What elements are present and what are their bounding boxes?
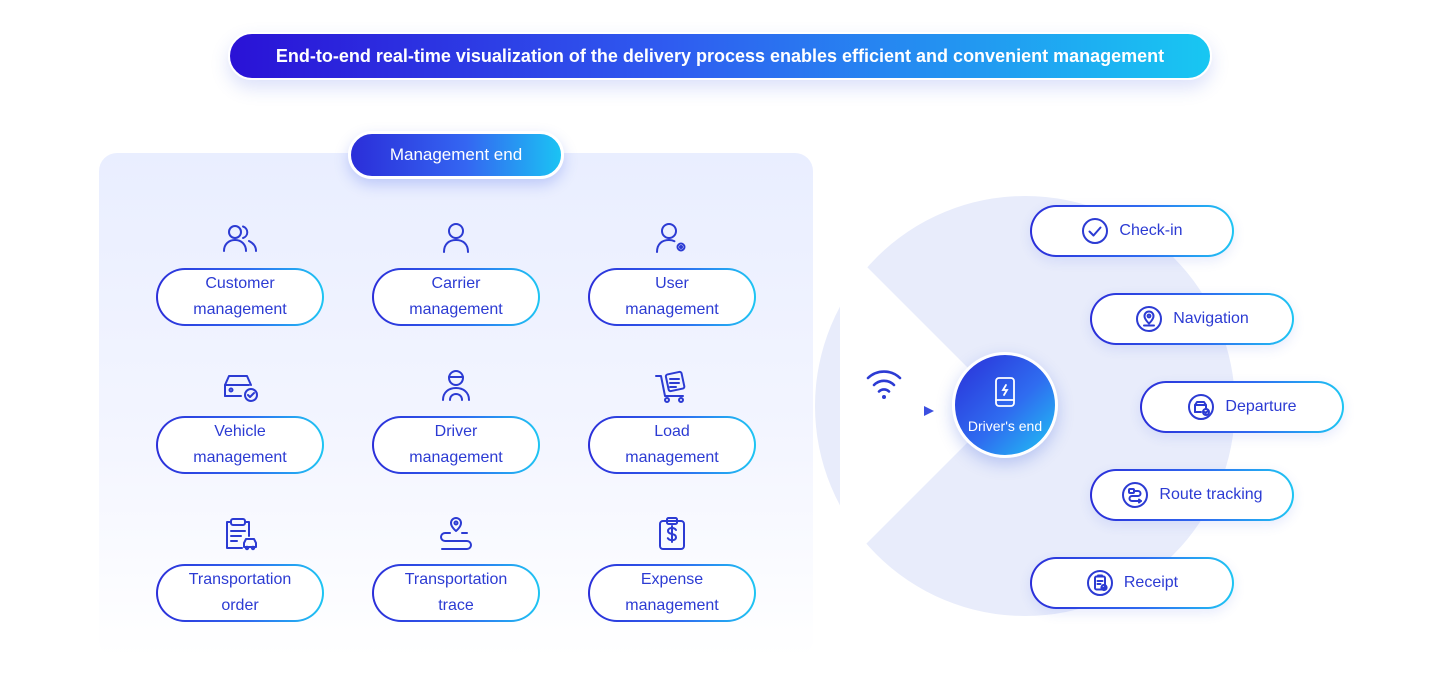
check-circle-icon xyxy=(1081,217,1109,245)
transportation-order-button[interactable]: Transportation order xyxy=(156,564,324,622)
route-pin-icon xyxy=(436,514,476,554)
management-end-label: Management end xyxy=(389,145,523,164)
check-in-label: Check-in xyxy=(1119,222,1183,239)
item-label-line2: management xyxy=(409,301,503,318)
user-settings-icon xyxy=(652,218,692,258)
phone-icon xyxy=(993,376,1017,418)
item-label-line2: trace xyxy=(438,597,474,614)
driver-management-button[interactable]: Driver management xyxy=(372,416,540,474)
cart-icon xyxy=(652,366,692,406)
item-label-line1: Transportation xyxy=(188,571,292,588)
management-end-badge: Management end xyxy=(348,131,564,179)
route-tracking-button[interactable]: Route tracking xyxy=(1090,469,1294,521)
item-label-line2: management xyxy=(625,597,719,614)
wifi-icon xyxy=(864,366,904,402)
connection-arrow xyxy=(834,404,936,418)
receipt-label: Receipt xyxy=(1123,574,1179,591)
route-tracking-label: Route tracking xyxy=(1159,486,1263,503)
item-label-line2: management xyxy=(625,301,719,318)
expense-icon xyxy=(652,514,692,554)
vehicle-management-button[interactable]: Vehicle management xyxy=(156,416,324,474)
check-in-button[interactable]: Check-in xyxy=(1030,205,1234,257)
user-management-button[interactable]: User management xyxy=(588,268,756,326)
departure-label: Departure xyxy=(1225,398,1297,415)
customer-management-button[interactable]: Customer management xyxy=(156,268,324,326)
departure-button[interactable]: Departure xyxy=(1140,381,1344,433)
item-label-line2: management xyxy=(193,449,287,466)
users-icon xyxy=(220,218,260,258)
user-icon xyxy=(436,218,476,258)
item-label-line1: Transportation xyxy=(404,571,508,588)
item-label-line2: order xyxy=(221,597,259,614)
receipt-icon xyxy=(1086,569,1114,597)
clipboard-car-icon xyxy=(220,514,260,554)
item-label-line1: Carrier xyxy=(431,275,481,292)
navigation-button[interactable]: Navigation xyxy=(1090,293,1294,345)
truck-check-icon xyxy=(1187,393,1215,421)
drivers-end-node: Driver's end xyxy=(952,352,1058,458)
headline-banner: End-to-end real-time visualization of th… xyxy=(228,32,1212,80)
receipt-button[interactable]: Receipt xyxy=(1030,557,1234,609)
item-label-line1: Expense xyxy=(640,571,704,588)
expense-management-button[interactable]: Expense management xyxy=(588,564,756,622)
item-label-line1: Load xyxy=(654,423,690,440)
item-label-line1: User xyxy=(655,275,689,292)
item-label-line1: Customer xyxy=(205,275,275,292)
car-check-icon xyxy=(220,366,260,406)
load-management-button[interactable]: Load management xyxy=(588,416,756,474)
carrier-management-button[interactable]: Carrier management xyxy=(372,268,540,326)
item-label-line1: Vehicle xyxy=(214,423,266,440)
drivers-end-label: Driver's end xyxy=(967,417,1043,434)
item-label-line2: management xyxy=(409,449,503,466)
driver-icon xyxy=(436,366,476,406)
location-pin-icon xyxy=(1135,305,1163,333)
item-label-line1: Driver xyxy=(434,423,478,440)
navigation-label: Navigation xyxy=(1173,310,1249,327)
transportation-trace-button[interactable]: Transportation trace xyxy=(372,564,540,622)
item-label-line2: management xyxy=(193,301,287,318)
route-icon xyxy=(1121,481,1149,509)
headline-text: End-to-end real-time visualization of th… xyxy=(275,45,1165,66)
item-label-line2: management xyxy=(625,449,719,466)
